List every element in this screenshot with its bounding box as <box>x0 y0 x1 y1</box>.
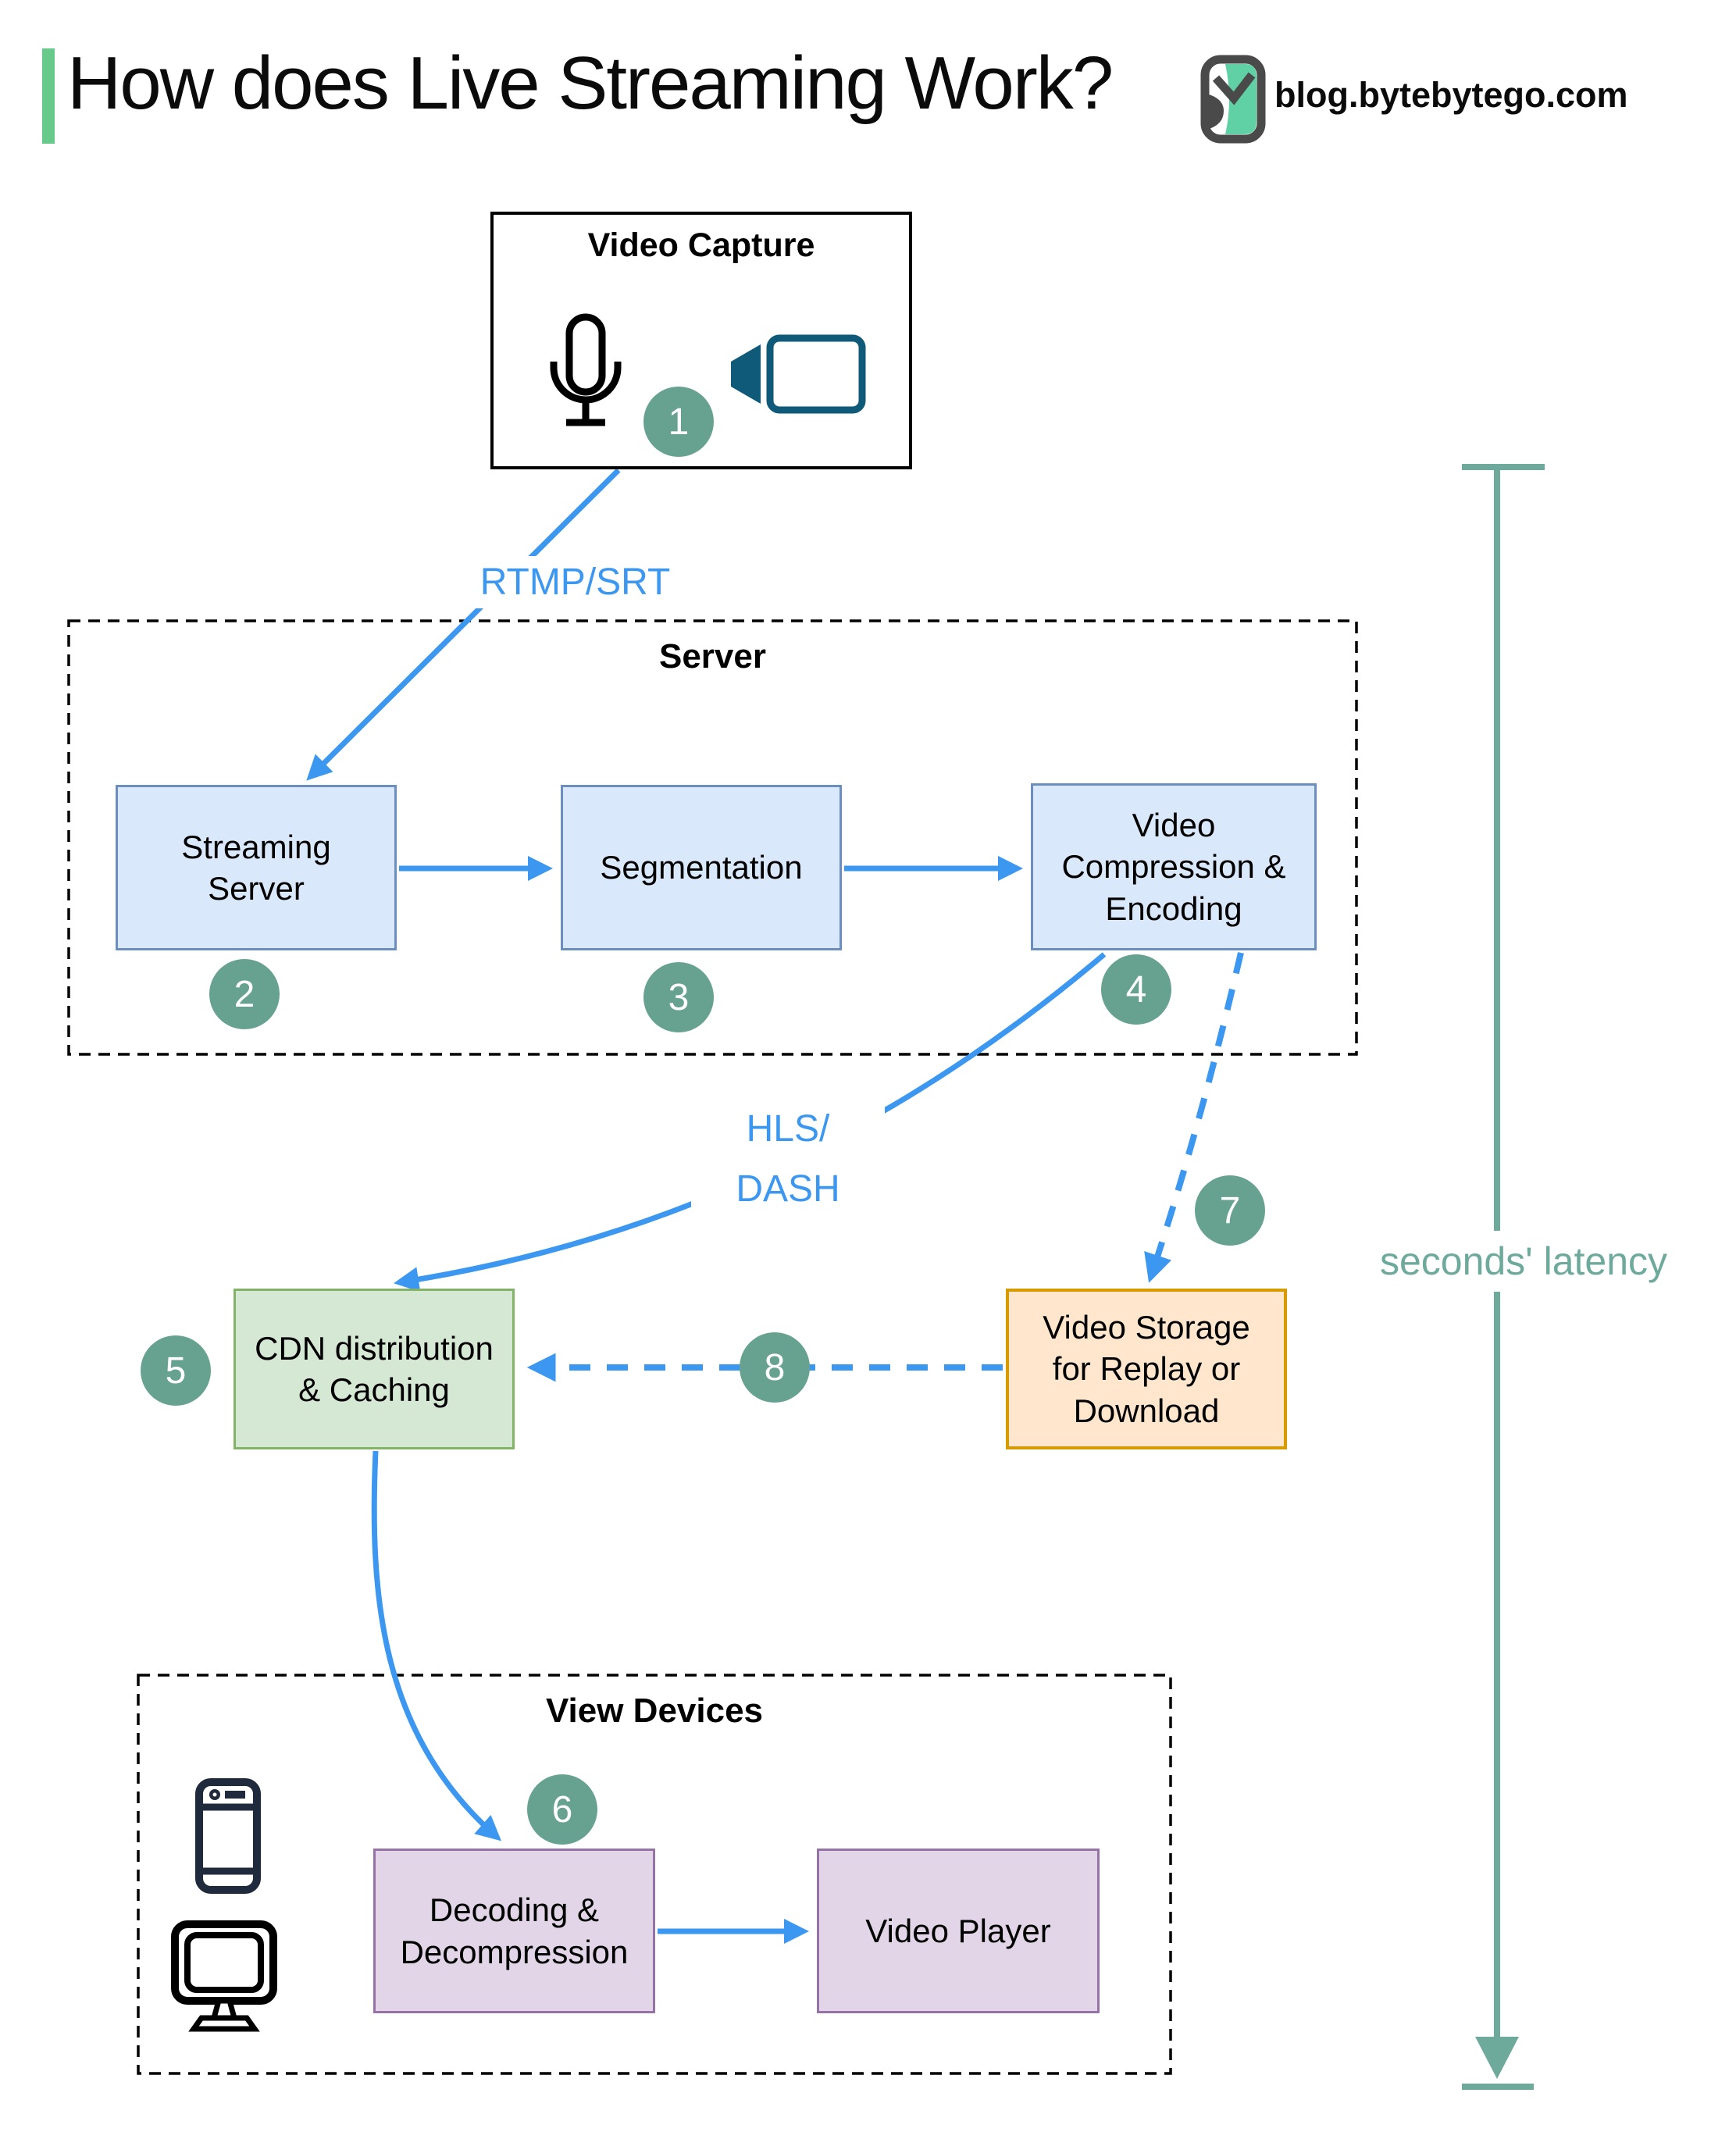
step-badge-4: 4 <box>1101 954 1171 1025</box>
step-badge-2: 2 <box>209 959 280 1029</box>
edge-capture-to-streaming-server <box>306 468 621 781</box>
server-group-label: Server <box>658 637 766 676</box>
microphone-icon <box>547 309 625 437</box>
view-devices-group-border <box>137 1674 1172 2075</box>
edge-label-rtmp-srt: RTMP/SRT <box>437 556 713 608</box>
node-video-compression-encoding: Video Compression & Encoding <box>1031 783 1317 950</box>
bytebytego-logo-icon <box>1200 55 1266 148</box>
title-accent-bar <box>42 48 55 144</box>
node-video-storage: Video Storage for Replay or Download <box>1006 1289 1287 1449</box>
edge-cdn-to-decoding <box>371 1450 502 1841</box>
page-title: How does Live Streaming Work? <box>67 41 1114 125</box>
view-devices-group-label: View Devices <box>545 1692 764 1730</box>
video-capture-label: Video Capture <box>587 226 815 264</box>
step-badge-5: 5 <box>141 1335 211 1406</box>
site-url: blog.bytebytego.com <box>1274 75 1628 115</box>
step-badge-7: 7 <box>1195 1175 1265 1246</box>
video-camera-icon <box>728 334 867 418</box>
server-group-border <box>67 619 1358 1056</box>
step-badge-3: 3 <box>643 962 714 1032</box>
step-badge-8: 8 <box>740 1332 810 1403</box>
node-video-player: Video Player <box>817 1849 1100 2013</box>
step-badge-6: 6 <box>527 1774 597 1845</box>
edge-label-hls-dash: HLS/ DASH <box>691 1095 885 1225</box>
node-cdn-distribution-caching: CDN distribution & Caching <box>233 1289 515 1449</box>
desktop-monitor-icon <box>170 1920 278 2038</box>
node-segmentation: Segmentation <box>561 785 842 950</box>
edge-compression-to-storage <box>1144 952 1244 1283</box>
node-decoding-decompression: Decoding & Decompression <box>373 1849 655 2013</box>
smartphone-icon <box>194 1777 262 1898</box>
latency-label: seconds' latency <box>1356 1231 1691 1292</box>
step-badge-1: 1 <box>643 387 714 457</box>
node-streaming-server: Streaming Server <box>116 785 397 950</box>
